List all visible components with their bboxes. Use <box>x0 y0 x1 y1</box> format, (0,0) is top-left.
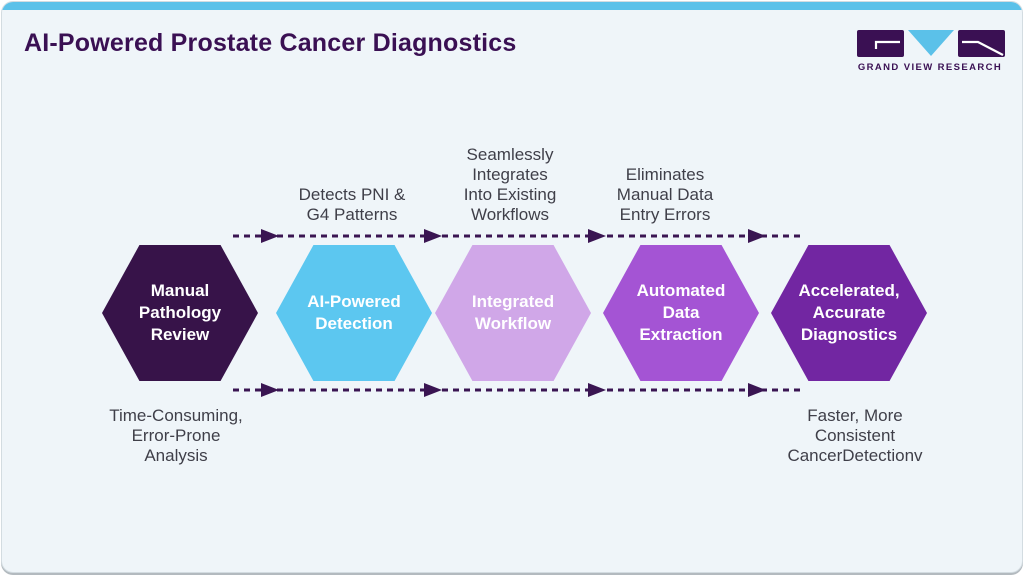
annotation-detects-pni: Detects PNI & G4 Patterns <box>298 185 406 224</box>
hexagon-step-label: Automated Data Extraction <box>636 281 726 344</box>
top-accent-bar <box>2 2 1022 10</box>
hexagon-step-ai-detection: AI-Powered Detection <box>276 245 432 381</box>
arrowhead-icon <box>588 383 606 397</box>
annotation-seamless-integration: Seamlessly Integrates Into Existing Work… <box>463 145 557 224</box>
hexagon-step-label: Accelerated, Accurate Diagnostics <box>798 281 900 344</box>
annotation-eliminates-errors: Eliminates Manual Data Entry Errors <box>616 165 714 224</box>
hexagon-step-manual-pathology: Manual Pathology Review <box>102 245 258 381</box>
annotation-time-consuming: Time-Consuming, Error-Prone Analysis <box>109 406 243 465</box>
annotation-faster-consistent: Faster, More Consistent CancerDetectionv <box>787 406 923 465</box>
hexagon-step-label: Integrated Workflow <box>471 292 555 333</box>
arrowhead-icon <box>424 229 442 243</box>
arrowhead-icon <box>748 383 766 397</box>
page-title: AI-Powered Prostate Cancer Diagnostics <box>24 29 517 57</box>
arrowhead-icon <box>261 383 279 397</box>
hexagon-step-label: Manual Pathology Review <box>138 281 222 344</box>
arrowhead-icon <box>261 229 279 243</box>
arrowhead-icon <box>424 383 442 397</box>
hexagon-step-integrated-workflow: Integrated Workflow <box>435 245 591 381</box>
hexagon-step-label: AI-Powered Detection <box>307 292 401 333</box>
hexagon-step-automated-extraction: Automated Data Extraction <box>603 245 759 381</box>
logo-wordmark: GRAND VIEW RESEARCH <box>857 62 1003 73</box>
grand-view-research-logo: GRAND VIEW RESEARCH <box>855 26 1005 76</box>
arrowhead-icon <box>748 229 766 243</box>
gvr-logo-mark-icon <box>857 30 1005 57</box>
hexagon-step-accelerated-diagnostics: Accelerated, Accurate Diagnostics <box>771 245 927 381</box>
arrowhead-icon <box>588 229 606 243</box>
